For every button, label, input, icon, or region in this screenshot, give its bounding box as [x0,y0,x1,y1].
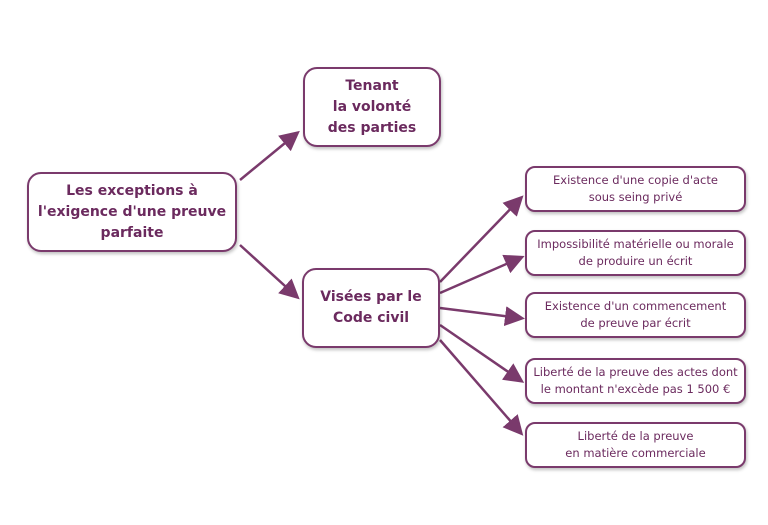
root-node: Les exceptions à l'exigence d'une preuve… [27,172,237,252]
arrow-code-civil-3 [439,306,525,327]
item-impossibilite: Impossibilité matérielle ou morale de pr… [525,230,746,276]
arrow-code-civil-4 [439,323,525,383]
arrow-code-civil-5 [439,339,524,436]
arrow-root-to-volonte [239,130,300,181]
branch-volonte-parties: Tenant la volonté des parties [303,67,441,147]
item-commencement-preuve: Existence d'un commencement de preuve pa… [525,292,746,338]
arrow-code-civil-1 [439,195,524,283]
arrow-code-civil-2 [439,254,525,295]
item-liberte-commerciale: Liberté de la preuve en matière commerci… [525,422,746,468]
item-liberte-1500: Liberté de la preuve des actes dont le m… [525,358,746,404]
item-copie-acte: Existence d'une copie d'acte sous seing … [525,166,746,212]
branch-code-civil: Visées par le Code civil [302,268,440,348]
arrow-root-to-code-civil [239,244,300,300]
